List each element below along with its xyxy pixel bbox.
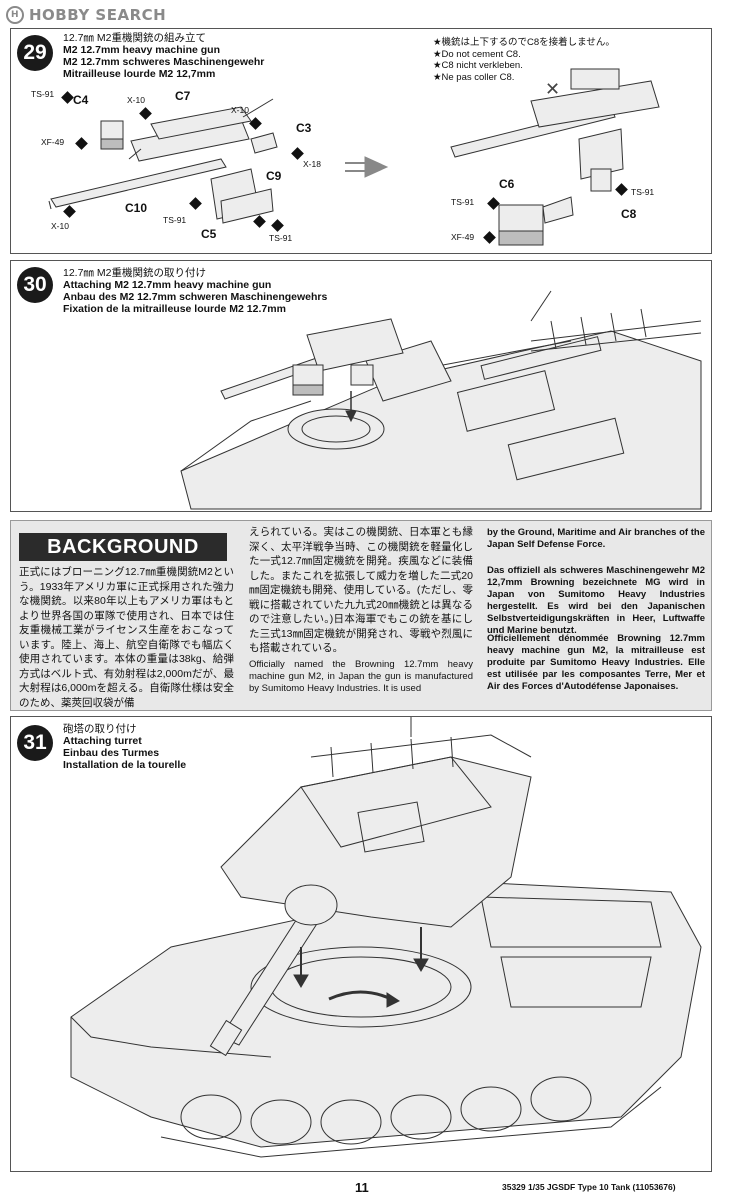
paint-label-xf49: XF-49 (451, 232, 475, 242)
step-29-title-en: M2 12.7mm heavy machine gun (63, 44, 220, 56)
step-31-title-de: Einbau des Turmes (63, 747, 160, 759)
step-30-drawing (180, 290, 702, 510)
step-30-panel: 30 12.7㎜ M2重機関銃の取り付け Attaching M2 12.7mm… (10, 260, 712, 512)
step-29-note-ja: ★機銃は上下するのでC8を接着しません。 (433, 37, 615, 48)
step-29-title-ja: 12.7㎜ M2重機関銃の組み立て (63, 32, 206, 44)
paint-label-x10: X-10 (231, 105, 249, 115)
step-29-note-fr: ★Ne pas coller C8. (433, 71, 515, 83)
part-label-c9: C9 (266, 169, 282, 183)
background-text-en-1: Officially named the Browning 12.7mm hea… (249, 659, 473, 694)
step-31-number: 31 (17, 725, 53, 761)
background-text-en-2: by the Ground, Maritime and Air branches… (487, 527, 705, 550)
step-30-title-fr: Fixation de la mitrailleuse lourde M2 12… (63, 303, 286, 315)
paint-label-x10: X-10 (127, 95, 145, 105)
watermark-logo-icon: H (6, 6, 24, 24)
step-29-title-fr: Mitrailleuse lourde M2 12,7mm (63, 68, 216, 80)
background-title: BACKGROUND (19, 533, 227, 561)
paint-label-x18: X-18 (303, 159, 321, 169)
step-30-title: 12.7㎜ M2重機関銃の取り付け Attaching M2 12.7mm he… (63, 267, 327, 315)
step-30-title-de: Anbau des M2 12.7mm schweren Maschinenge… (63, 291, 328, 303)
step-31-title-fr: Installation de la tourelle (63, 759, 187, 771)
page-number: 11 (355, 1180, 369, 1195)
background-text-ja-2: えられている。実はこの機関銃、日本軍とも縁深く、太平洋戦争当時、この機関銃を軽量… (249, 526, 473, 654)
background-text-de: Das offiziell als schweres Maschinengewe… (487, 565, 705, 636)
step-29-drawing (48, 68, 660, 246)
step-31-drawing (70, 717, 702, 1158)
paint-label-ts91: TS-91 (631, 187, 655, 197)
paint-label-xf49: XF-49 (41, 137, 65, 147)
background-section: BACKGROUND 正式にはブローニング12.7㎜重機関銃M2という。1933… (10, 520, 712, 711)
step-31-title-en: Attaching turret (63, 735, 142, 747)
step-29-number: 29 (17, 35, 53, 71)
do-not-cement-icon: ✕ (545, 79, 561, 99)
part-label-c5: C5 (201, 227, 217, 241)
part-label-c10: C10 (125, 201, 148, 215)
background-text-fr: Officiellement dénommée Browning 12.7mm … (487, 633, 705, 692)
part-label-c4: C4 (73, 93, 89, 107)
step-29-note-de: ★C8 nicht verkleben. (433, 60, 523, 71)
step-31-panel: 31 砲塔の取り付け Attaching turret Einbau des T… (10, 716, 712, 1172)
watermark: H HOBBY SEARCH (6, 4, 166, 26)
step-29-notes: ★機銃は上下するのでC8を接着しません。 ★Do not cement C8. … (433, 37, 615, 83)
part-label-c8: C8 (621, 207, 637, 221)
step-29-panel: 29 12.7㎜ M2重機関銃の組み立て M2 12.7mm heavy mac… (10, 28, 712, 254)
paint-label-ts91: TS-91 (163, 215, 187, 225)
product-reference: 35329 1/35 JGSDF Type 10 Tank (11053676) (502, 1182, 676, 1192)
step-31-title-ja: 砲塔の取り付け (63, 723, 137, 735)
part-label-c3: C3 (296, 121, 312, 135)
step-29-note-en: ★Do not cement C8. (433, 48, 521, 60)
part-label-c6: C6 (499, 177, 515, 191)
step-31-title: 砲塔の取り付け Attaching turret Einbau des Turm… (63, 723, 186, 771)
step-29-title: 12.7㎜ M2重機関銃の組み立て M2 12.7mm heavy machin… (63, 32, 264, 80)
step-30-title-ja: 12.7㎜ M2重機関銃の取り付け (63, 267, 206, 279)
paint-label-ts91: TS-91 (451, 197, 475, 207)
watermark-text: HOBBY SEARCH (29, 6, 167, 24)
part-label-c7: C7 (175, 89, 191, 103)
step-29-title-de: M2 12.7mm schweres Maschinengewehr (63, 56, 265, 68)
paint-label-ts91: TS-91 (31, 89, 55, 99)
paint-label-x10: X-10 (51, 221, 69, 231)
paint-label-ts91: TS-91 (269, 233, 293, 243)
step-30-number: 30 (17, 267, 53, 303)
step-30-title-en: Attaching M2 12.7mm heavy machine gun (63, 279, 272, 291)
background-text-ja-1: 正式にはブローニング12.7㎜重機関銃M2という。1933年アメリカ軍に正式採用… (19, 566, 234, 709)
